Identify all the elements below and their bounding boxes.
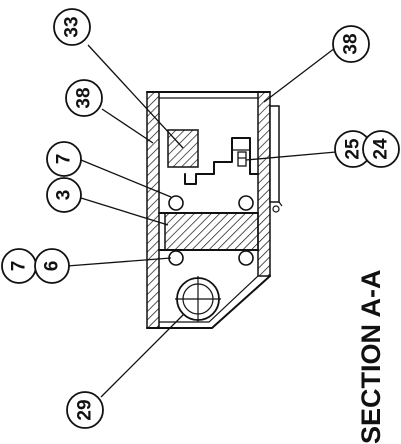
pin-lower-left xyxy=(168,250,184,266)
callout-6: 6 xyxy=(34,248,70,284)
svg-text:38: 38 xyxy=(341,33,362,54)
callout-3: 3 xyxy=(46,177,82,213)
svg-text:24: 24 xyxy=(371,138,392,160)
inner-parts xyxy=(158,129,259,322)
svg-text:33: 33 xyxy=(62,16,83,37)
right-wall xyxy=(257,91,271,277)
left-wall xyxy=(146,91,160,329)
callout-24: 24 xyxy=(362,130,400,168)
callout-7-upper: 7 xyxy=(46,141,82,177)
svg-text:38: 38 xyxy=(74,87,95,108)
callout-38-right: 38 xyxy=(332,25,370,63)
svg-text:7: 7 xyxy=(54,154,75,165)
callout-29: 29 xyxy=(66,391,104,429)
part-29-round xyxy=(175,276,221,322)
section-title: SECTION A-A xyxy=(356,270,386,444)
callout-38-left: 38 xyxy=(65,79,103,117)
leader-lines xyxy=(66,44,337,398)
svg-text:29: 29 xyxy=(75,399,96,420)
part-33-block xyxy=(167,129,199,168)
svg-text:25: 25 xyxy=(343,138,364,160)
svg-text:7: 7 xyxy=(9,261,30,272)
pin-upper-left xyxy=(168,195,184,211)
pin-lower-right xyxy=(238,250,254,266)
pin-upper-right xyxy=(238,195,254,211)
callout-7-lower: 7 xyxy=(1,248,37,284)
housing xyxy=(146,91,283,329)
cover-plate xyxy=(269,105,280,203)
svg-text:6: 6 xyxy=(42,261,63,272)
svg-text:3: 3 xyxy=(54,190,75,201)
callout-33: 33 xyxy=(53,8,91,46)
callout-25: 25 xyxy=(334,130,372,168)
part-3-block xyxy=(164,212,259,251)
